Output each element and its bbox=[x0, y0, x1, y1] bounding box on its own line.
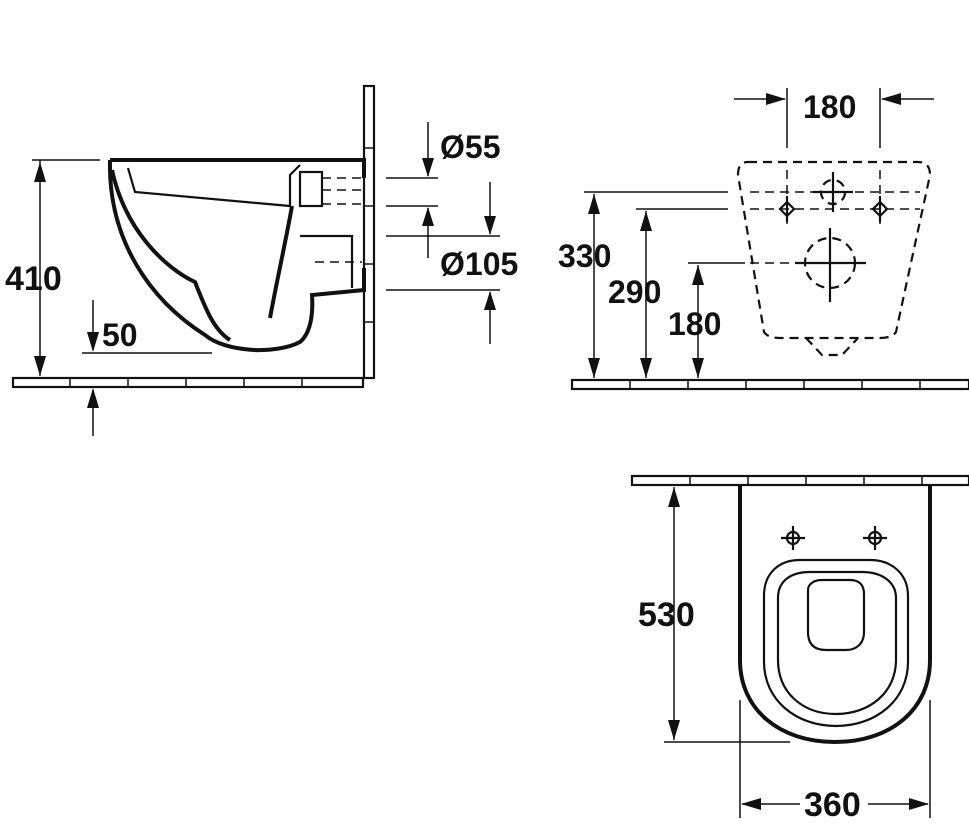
dim-330: 330 bbox=[558, 191, 728, 378]
top-view: 530 360 bbox=[630, 474, 969, 824]
side-view: 410 50 Ø55 Ø105 bbox=[5, 84, 518, 436]
top-bolt-right bbox=[863, 526, 887, 550]
dim-410: 410 bbox=[5, 159, 100, 376]
side-wall bbox=[362, 84, 376, 380]
dim-180-top-label: 180 bbox=[803, 89, 856, 125]
dim-360: 360 bbox=[739, 700, 931, 824]
dim-330-label: 330 bbox=[558, 238, 611, 274]
dim-180-side-label: 180 bbox=[668, 306, 721, 342]
top-bowl-outline bbox=[738, 485, 932, 745]
dim-55-label: Ø55 bbox=[440, 129, 500, 165]
rear-outline bbox=[736, 160, 932, 340]
side-floor bbox=[11, 376, 365, 389]
side-wall-segments bbox=[364, 147, 374, 323]
side-floor-segments bbox=[69, 378, 303, 387]
rear-view: 180 330 290 180 bbox=[558, 88, 969, 391]
rear-outlet-hole bbox=[795, 228, 866, 302]
dim-105: Ø105 bbox=[386, 182, 518, 344]
side-bowl-inner bbox=[110, 169, 232, 342]
side-trap bbox=[268, 205, 294, 319]
dim-180-top: 180 bbox=[734, 88, 934, 148]
top-wall bbox=[630, 474, 969, 487]
top-seat-outer bbox=[762, 558, 910, 728]
rear-floor-segments bbox=[629, 380, 921, 389]
dim-105-label: Ø105 bbox=[440, 246, 518, 282]
rear-floor bbox=[570, 378, 969, 391]
rear-foot bbox=[805, 337, 859, 357]
dim-410-label: 410 bbox=[5, 260, 62, 298]
dim-50: 50 bbox=[82, 300, 212, 436]
side-centerlines bbox=[315, 177, 362, 263]
side-inlet-spigot bbox=[298, 170, 324, 208]
dim-290: 290 bbox=[608, 208, 728, 378]
side-rim bbox=[126, 164, 301, 208]
dim-180-side: 180 bbox=[668, 262, 745, 378]
top-bowl-opening bbox=[806, 578, 866, 652]
dim-530-label: 530 bbox=[638, 596, 695, 634]
top-seat-inner bbox=[776, 570, 898, 716]
dim-530: 530 bbox=[638, 487, 790, 743]
side-outlet-spigot bbox=[300, 234, 354, 288]
dim-290-label: 290 bbox=[608, 274, 661, 310]
top-wall-segments bbox=[689, 476, 923, 485]
dim-50-label: 50 bbox=[102, 317, 138, 353]
rear-centerlines bbox=[750, 170, 920, 264]
dim-360-label: 360 bbox=[804, 786, 861, 824]
top-bolt-left bbox=[781, 526, 805, 550]
side-bowl-outline bbox=[107, 158, 366, 352]
dim-55: Ø55 bbox=[386, 122, 500, 258]
